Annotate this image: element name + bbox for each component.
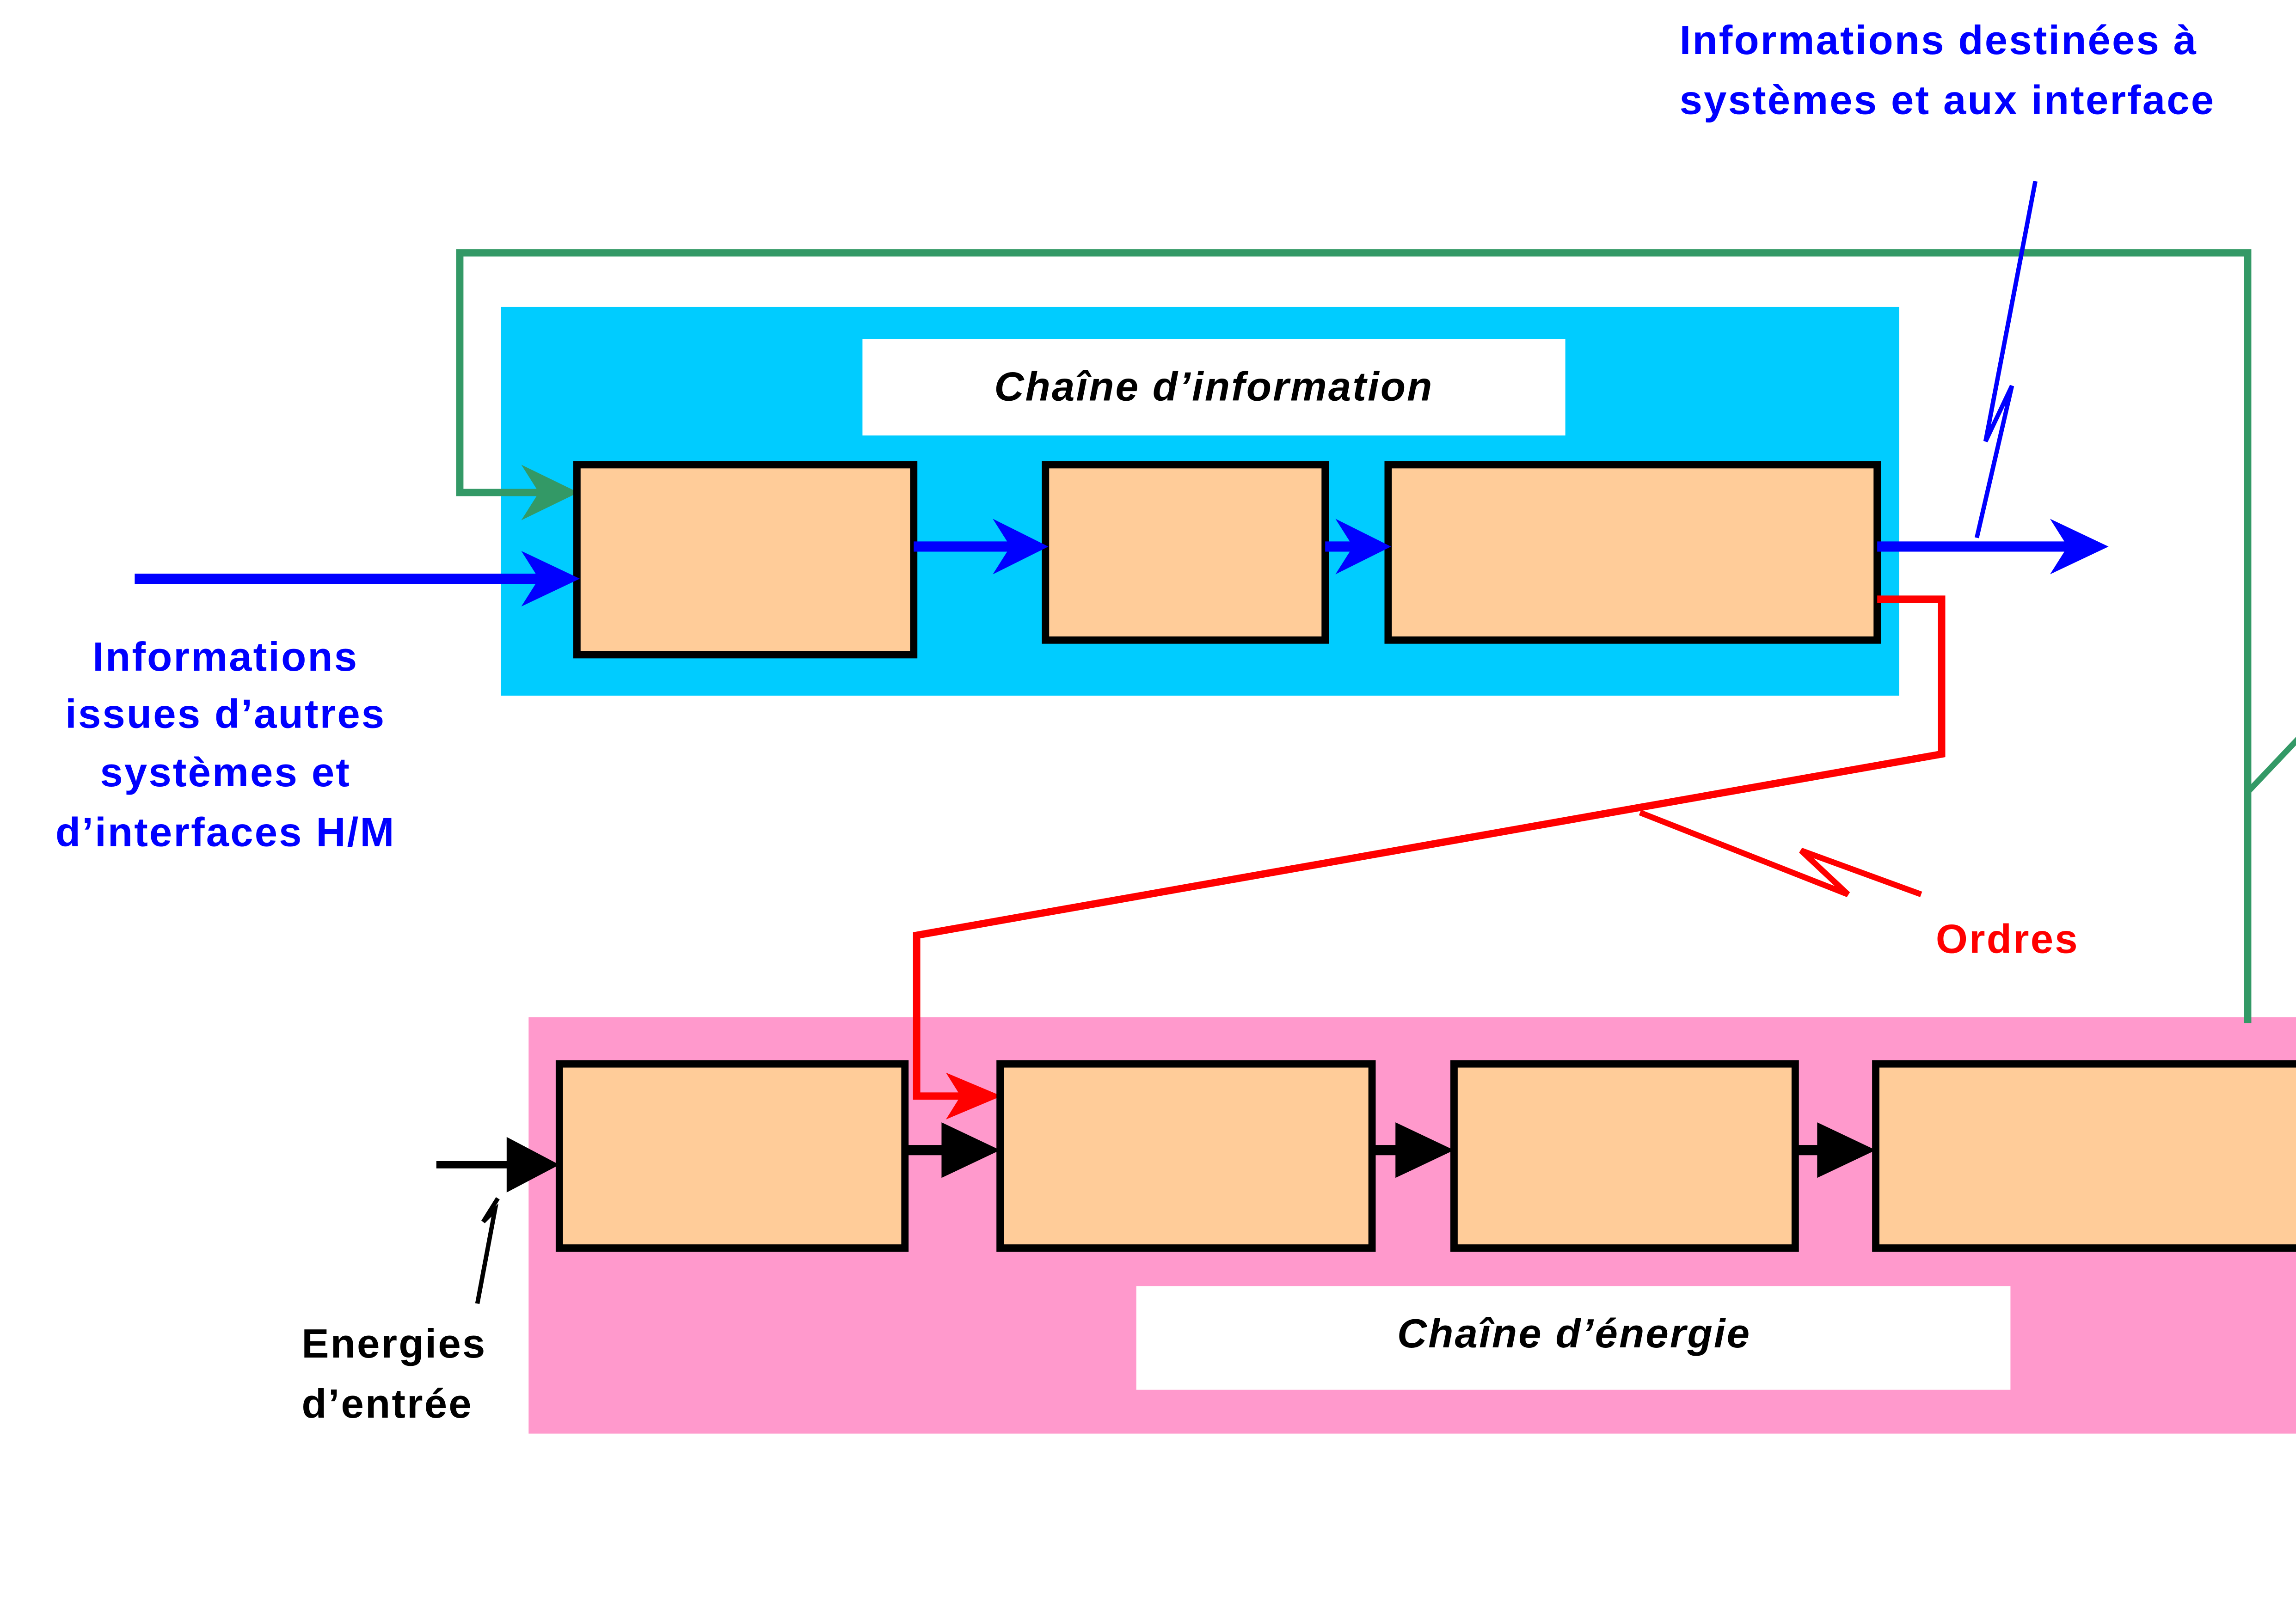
- energy-chain-title: Chaîne d’énergie: [1397, 1310, 1751, 1356]
- info-in-line-1: Informations: [92, 634, 358, 679]
- feedback-branch: [2245, 737, 2296, 794]
- orders-pointer: [1639, 810, 1922, 897]
- info-out-arrowhead: [2050, 519, 2109, 575]
- info-block-acquire: [573, 461, 918, 659]
- info-in-line-3: systèmes et: [100, 749, 351, 795]
- orders-arrowhead: [945, 1072, 1002, 1120]
- energy-link-2-arrowhead: [1395, 1122, 1454, 1178]
- info-in-line-2: issues d’autres: [65, 691, 386, 737]
- info-chain-title: Chaîne d’information: [994, 363, 1433, 409]
- info-out-label: Informations destinées à systèmes et aux…: [1680, 17, 2216, 123]
- energy-block-transmit: [1872, 1060, 2296, 1252]
- energy-link-1-arrowhead: [941, 1122, 1001, 1178]
- info-out-line-1: Informations destinées à: [1680, 17, 2198, 63]
- energy-in-pointer: [475, 1197, 500, 1304]
- energy-link-3-arrowhead: [1817, 1122, 1876, 1178]
- energy-in-line-2: d’entrée: [301, 1381, 473, 1426]
- energy-chain-title-box: [1136, 1286, 2011, 1390]
- orders-label: Ordres: [1936, 916, 2079, 961]
- feedback-arrowhead: [521, 465, 579, 520]
- info-out-line-2: systèmes et aux interface: [1680, 77, 2216, 123]
- info-in-line-4: d’interfaces H/M: [55, 809, 396, 855]
- info-link-2-arrowhead: [1335, 519, 1391, 575]
- energy-block-convert: [1450, 1060, 1799, 1252]
- info-out-pointer: [1974, 181, 2038, 538]
- energy-block-distribute: [996, 1060, 1376, 1252]
- info-chain-title-box: [862, 339, 1565, 436]
- energy-in-label: Energies d’entrée: [301, 1321, 486, 1426]
- energy-block-supply: [555, 1060, 909, 1252]
- info-in-label: Informations issues d’autres systèmes et…: [55, 634, 396, 855]
- feedback-line: [456, 249, 2252, 1023]
- energy-in-line-1: Energies: [301, 1321, 486, 1366]
- orders-line: [913, 595, 1946, 1100]
- info-block-process: [1042, 461, 1329, 644]
- info-in-arrowhead: [521, 551, 580, 607]
- info-link-1-arrowhead: [993, 519, 1049, 575]
- info-block-communicate: [1384, 461, 1881, 644]
- energy-in-arrowhead: [506, 1137, 559, 1193]
